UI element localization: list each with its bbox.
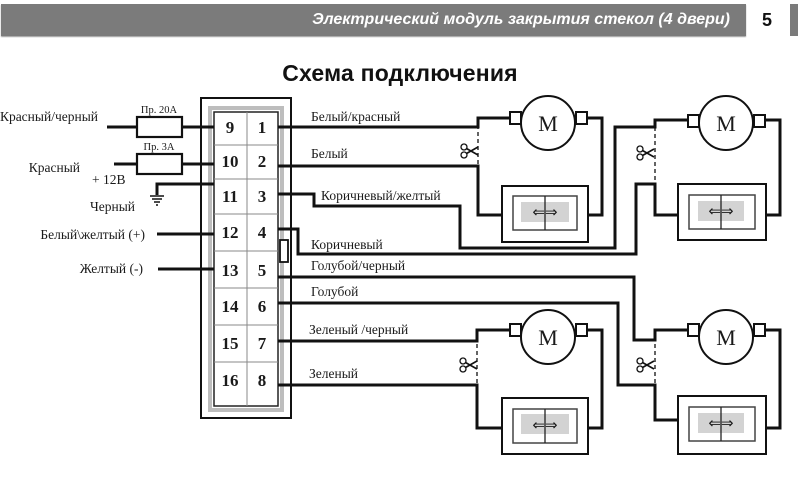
wire-pin-2 bbox=[278, 164, 502, 217]
motor-icon bbox=[698, 95, 754, 151]
door-unit-front-right: M ⇐⇒ bbox=[636, 95, 782, 241]
page-tab-marker bbox=[790, 4, 798, 36]
connector-jumper bbox=[279, 239, 289, 263]
fuse-3a-icon bbox=[135, 152, 184, 176]
page-header-title: Электрический модуль закрытия стекол (4 … bbox=[312, 11, 730, 28]
pin-7: 7 bbox=[258, 334, 267, 353]
label-wire-1: Белый/красный bbox=[311, 109, 400, 124]
fuse-20a-icon bbox=[135, 115, 184, 139]
label-wire-4: Коричневый bbox=[311, 237, 383, 252]
wire-pin-5 bbox=[278, 275, 688, 342]
wire-pin-4 bbox=[278, 182, 678, 256]
motor-icon bbox=[520, 309, 576, 365]
pin-11: 11 bbox=[222, 187, 238, 206]
wire-pin-11 bbox=[155, 182, 214, 195]
switch-arrows-icon: ⇐⇒ bbox=[708, 416, 733, 432]
label-wire-10-voltage: + 12В bbox=[92, 172, 126, 187]
pin-12: 12 bbox=[222, 223, 239, 242]
pin-14: 14 bbox=[222, 297, 240, 316]
scissors-icon bbox=[459, 357, 478, 373]
motor-label: M bbox=[538, 325, 558, 350]
wire-pin-6 bbox=[278, 301, 678, 422]
pin-5: 5 bbox=[258, 261, 267, 280]
pin-6: 6 bbox=[258, 297, 267, 316]
pin-9: 9 bbox=[226, 118, 235, 137]
pin-10: 10 bbox=[222, 152, 239, 171]
label-wire-10: Красный bbox=[29, 160, 80, 175]
scissors-icon bbox=[636, 145, 655, 161]
label-wire-7: Зеленый /черный bbox=[309, 322, 408, 337]
ground-icon bbox=[150, 195, 164, 206]
pin-15: 15 bbox=[222, 334, 239, 353]
pin-4: 4 bbox=[258, 223, 267, 242]
header-bar bbox=[1, 4, 746, 36]
motor-icon bbox=[520, 95, 576, 151]
page-number: 5 bbox=[762, 10, 773, 30]
wire-pin-3 bbox=[278, 118, 690, 250]
door-unit-front-left: M ⇐⇒ bbox=[460, 95, 604, 243]
pin-13: 13 bbox=[222, 261, 239, 280]
label-wire-6: Голубой bbox=[311, 284, 358, 299]
scissors-icon bbox=[460, 143, 479, 159]
label-wire-2: Белый bbox=[311, 146, 348, 161]
label-wire-3: Коричневый/желтый bbox=[321, 188, 441, 203]
switch-arrows-icon: ⇐⇒ bbox=[532, 205, 557, 221]
pin-2: 2 bbox=[258, 152, 267, 171]
motor-icon bbox=[698, 309, 754, 365]
label-wire-8: Зеленый bbox=[309, 366, 358, 381]
door-unit-rear-left: M ⇐⇒ bbox=[459, 309, 604, 455]
pin-3: 3 bbox=[258, 187, 267, 206]
diagram-title: Схема подключения bbox=[282, 60, 518, 86]
switch-arrows-icon: ⇐⇒ bbox=[532, 418, 557, 434]
wire-pin-1 bbox=[278, 116, 510, 129]
pin-8: 8 bbox=[258, 371, 267, 390]
label-wire-9: Красный/черный bbox=[0, 109, 98, 124]
pin-16: 16 bbox=[222, 371, 239, 390]
wire-pin-8 bbox=[278, 383, 502, 430]
motor-label: M bbox=[538, 111, 558, 136]
motor-label: M bbox=[716, 325, 736, 350]
label-wire-11: Черный bbox=[90, 199, 135, 214]
label-wire-12: Белый\желтый (+) bbox=[40, 227, 145, 242]
switch-arrows-icon: ⇐⇒ bbox=[708, 204, 733, 220]
motor-label: M bbox=[716, 111, 736, 136]
door-unit-rear-right: M ⇐⇒ bbox=[636, 309, 782, 455]
fuse-3a-label: Пр. 3А bbox=[144, 142, 175, 153]
scissors-icon bbox=[636, 357, 655, 373]
fuse-20a-label: Пр. 20А bbox=[141, 105, 178, 116]
label-wire-13: Желтый (-) bbox=[80, 261, 143, 276]
wire-pin-7 bbox=[278, 328, 510, 343]
connector-block bbox=[200, 97, 292, 419]
pin-1: 1 bbox=[258, 118, 267, 137]
label-wire-5: Голубой/черный bbox=[311, 258, 405, 273]
